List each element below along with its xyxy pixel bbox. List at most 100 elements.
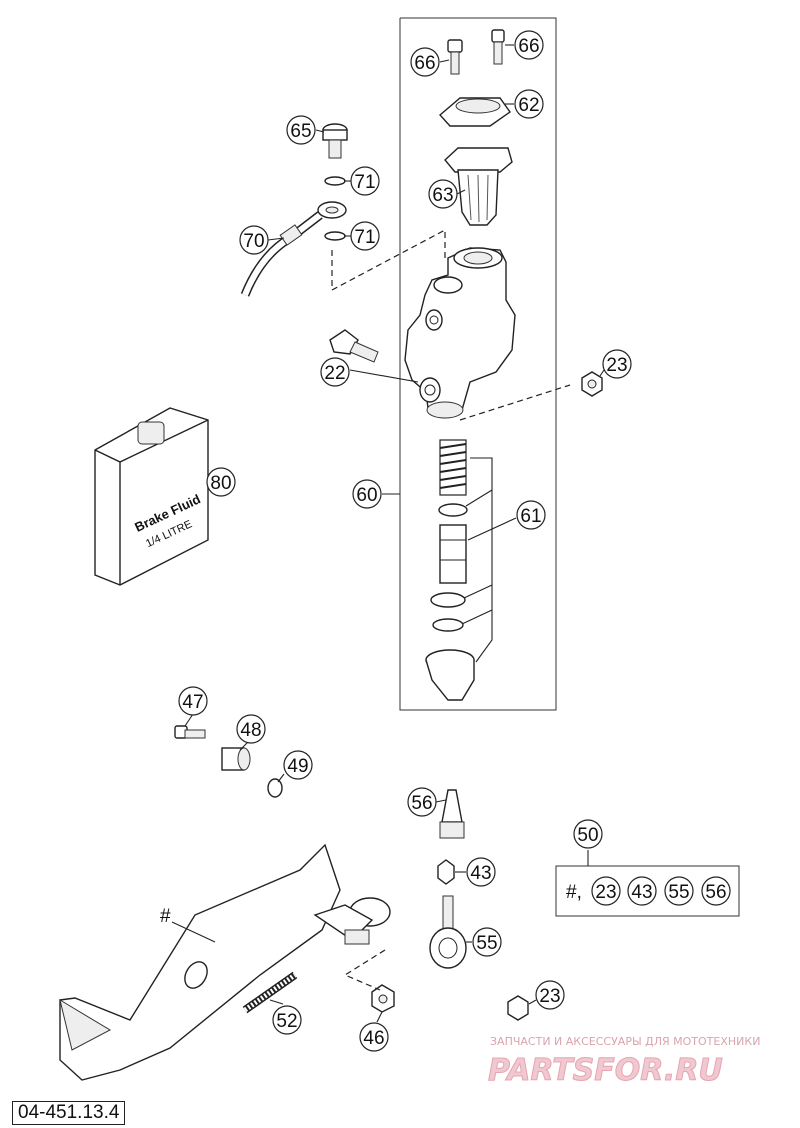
svg-text:47: 47 <box>182 692 203 713</box>
washer-71-upper <box>324 176 346 186</box>
nut-43 <box>437 859 455 885</box>
bellows-63 <box>444 147 513 226</box>
assembly-line-pivot <box>343 949 386 991</box>
screw-47 <box>174 725 206 739</box>
master-cylinder-body-60 <box>404 247 516 419</box>
callout-43: 43 <box>466 857 496 887</box>
svg-text:60: 60 <box>356 485 377 506</box>
leader-49 <box>277 773 285 783</box>
callout-65: 65 <box>286 115 316 145</box>
leader-56 <box>435 799 447 803</box>
callout-23a: 23 <box>602 349 632 379</box>
callout-48: 48 <box>236 714 266 744</box>
kit-box-prefix: #, <box>566 882 582 903</box>
svg-text:46: 46 <box>363 1028 384 1049</box>
brake-hose-70 <box>240 201 347 297</box>
pin-56 <box>439 789 465 839</box>
callout-71b: 71 <box>350 221 380 251</box>
svg-text:66: 66 <box>414 53 435 74</box>
bushing-48 <box>221 747 251 771</box>
callout-46: 46 <box>359 1022 389 1052</box>
svg-text:65: 65 <box>290 121 311 142</box>
svg-text:66: 66 <box>518 36 539 57</box>
leader-61-bracket <box>470 457 493 663</box>
brake-pedal <box>59 843 391 1081</box>
callout-55: 55 <box>472 927 502 957</box>
leader-61-clip <box>461 609 493 625</box>
assembly-line-hose <box>331 229 446 291</box>
callout-60: 60 <box>352 479 382 509</box>
svg-text:55: 55 <box>668 882 689 903</box>
svg-text:63: 63 <box>432 185 453 206</box>
leader-23a <box>599 369 605 377</box>
leader-22 <box>349 369 419 383</box>
screw-66-right <box>491 29 505 65</box>
callout-80: 80 <box>206 467 236 497</box>
leader-66a <box>439 59 450 63</box>
nut-23-upper <box>581 371 603 397</box>
callout-49: 49 <box>283 750 313 780</box>
piston-61 <box>439 524 467 584</box>
kit-item-55: 55 <box>664 876 694 906</box>
assembly-frame <box>399 17 557 711</box>
callout-52: 52 <box>272 1005 302 1035</box>
svg-text:56: 56 <box>705 882 726 903</box>
svg-text:43: 43 <box>470 863 491 884</box>
nut-46 <box>371 984 395 1013</box>
leader-46 <box>376 1011 383 1023</box>
callout-23b: 23 <box>535 980 565 1010</box>
svg-text:48: 48 <box>240 720 261 741</box>
clevis-55 <box>429 895 467 969</box>
callout-71a: 71 <box>350 166 380 196</box>
svg-text:23: 23 <box>539 986 560 1007</box>
watermark-subtitle: ЗАПЧАСТИ И АКСЕССУАРЫ ДЛЯ МОТОТЕХНИКИ <box>490 1035 760 1048</box>
watermark-brand: PARTSFOR.RU <box>488 1053 723 1088</box>
washer-71-lower <box>324 231 346 241</box>
svg-text:70: 70 <box>243 231 264 252</box>
svg-text:22: 22 <box>324 363 345 384</box>
svg-text:23: 23 <box>606 355 627 376</box>
svg-text:80: 80 <box>210 473 231 494</box>
pedal-pivot <box>313 897 391 945</box>
pedal-mark: # <box>160 906 171 927</box>
seal-ring-61b <box>430 592 466 608</box>
boot-61 <box>425 649 475 701</box>
svg-text:62: 62 <box>518 95 539 116</box>
brake-fluid-bottle-80 <box>94 407 209 586</box>
callout-47: 47 <box>178 686 208 716</box>
svg-text:61: 61 <box>520 506 541 527</box>
spring-52 <box>242 971 298 1014</box>
svg-text:52: 52 <box>276 1011 297 1032</box>
callout-66a: 66 <box>410 47 440 77</box>
svg-text:23: 23 <box>595 882 616 903</box>
callout-50: 50 <box>573 819 603 849</box>
callout-66b: 66 <box>514 30 544 60</box>
svg-text:56: 56 <box>411 793 432 814</box>
svg-text:50: 50 <box>577 825 598 846</box>
callout-61: 61 <box>516 500 546 530</box>
kit-item-23: 23 <box>591 876 621 906</box>
leader-61-seal <box>465 489 493 507</box>
svg-text:71: 71 <box>354 172 375 193</box>
diagram-code: 04-451.13.4 <box>12 1101 126 1125</box>
leader-65 <box>315 129 325 133</box>
reservoir-cap-62 <box>438 97 511 127</box>
leader-48 <box>239 741 249 751</box>
callout-70: 70 <box>239 225 269 255</box>
svg-text:55: 55 <box>476 933 497 954</box>
callout-63: 63 <box>428 179 458 209</box>
leader-47 <box>184 713 194 727</box>
callout-56: 56 <box>407 787 437 817</box>
leader-63 <box>456 189 466 195</box>
circlip-61 <box>432 618 464 632</box>
callout-22: 22 <box>320 357 350 387</box>
kit-item-56: 56 <box>701 876 731 906</box>
nut-23-lower <box>507 995 529 1021</box>
seal-ring-61a <box>438 503 468 517</box>
assembly-line-nut <box>459 384 571 421</box>
kit-item-43: 43 <box>627 876 657 906</box>
callout-62: 62 <box>514 89 544 119</box>
banjo-bolt-65 <box>322 123 348 159</box>
leader-23b <box>528 999 537 1005</box>
